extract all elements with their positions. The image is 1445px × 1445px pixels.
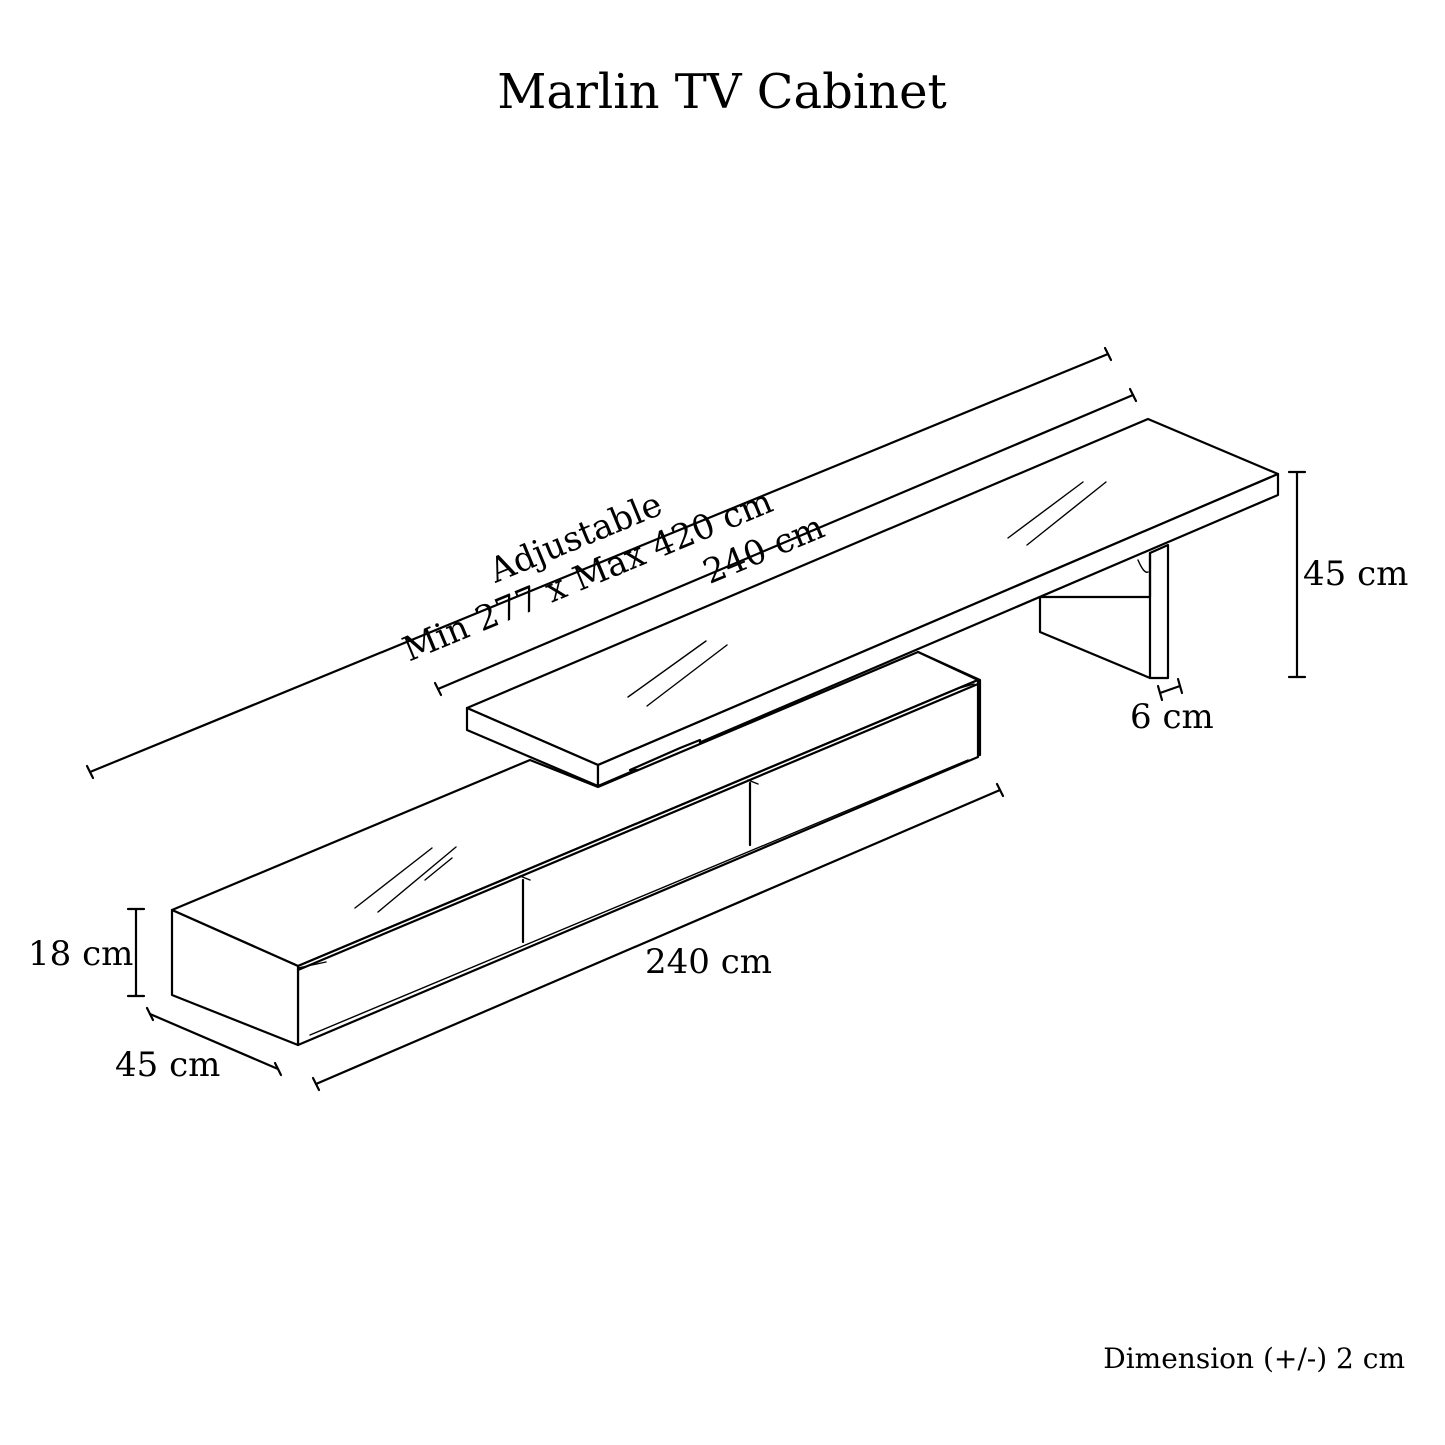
shelf-thickness-label: 6 cm <box>1130 697 1214 737</box>
top-shelf <box>465 417 1280 794</box>
base-cabinet <box>170 650 982 1047</box>
base-height-label: 18 cm <box>28 934 133 974</box>
dimension-lines <box>85 346 1307 1092</box>
base-length-label: 240 cm <box>645 942 772 982</box>
diagram-title: Marlin TV Cabinet <box>497 64 947 120</box>
dimension-tolerance-note: Dimension (+/-) 2 cm <box>1103 1342 1405 1375</box>
shelf-height-label: 45 cm <box>1303 554 1408 594</box>
base-depth-label: 45 cm <box>115 1045 220 1085</box>
